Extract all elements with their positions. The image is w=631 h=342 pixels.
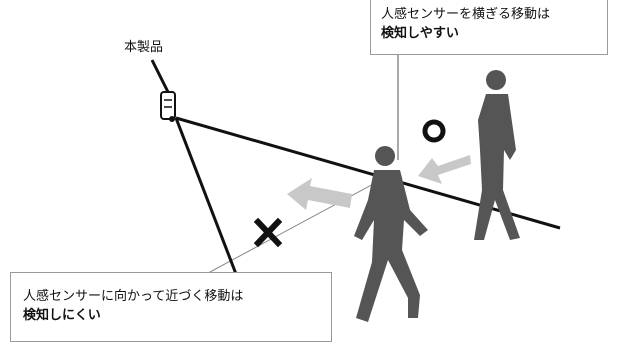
detection-line-right: [175, 116, 561, 230]
easy-detection-callout: 人感センサーを横ぎる移動は 検知しやすい: [370, 0, 608, 55]
walking-person-right: [474, 70, 520, 240]
bottom-callout-leader: [209, 174, 391, 273]
hard-detection-emphasis: 検知しにくい: [23, 308, 101, 323]
walking-person-center: [354, 146, 428, 322]
device-label: 本製品: [124, 40, 164, 55]
sensor-device: [160, 91, 176, 122]
mount-pole: [150, 59, 170, 93]
good-mark-circle: [422, 119, 446, 143]
hard-detection-text: 人感センサーに向かって近づく移動は: [23, 289, 244, 304]
hard-detection-callout: 人感センサーに向かって近づく移動は 検知しにくい: [10, 272, 332, 342]
easy-detection-emphasis: 検知しやすい: [381, 26, 459, 41]
detection-line-left: [174, 117, 248, 301]
easy-detection-text: 人感センサーを横ぎる移動は: [381, 7, 551, 22]
approach-arrow: [287, 178, 352, 210]
bad-mark-cross: [253, 217, 283, 248]
cross-arrow: [418, 155, 471, 184]
